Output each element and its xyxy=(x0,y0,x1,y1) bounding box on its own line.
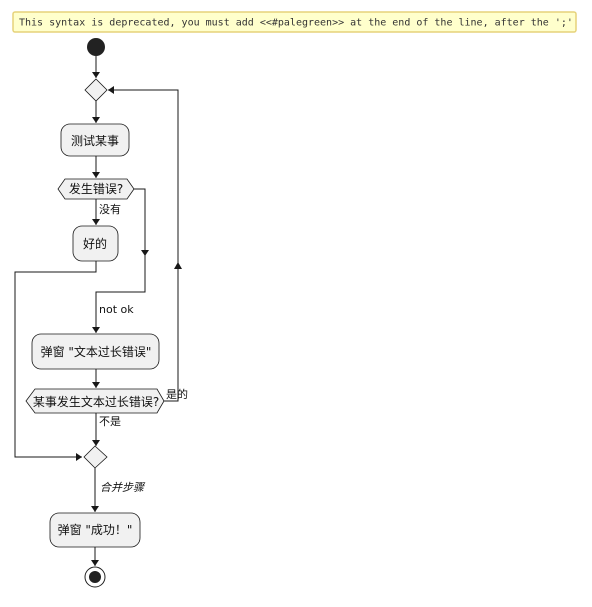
arrowhead xyxy=(108,86,114,94)
activity-good-label: 好的 xyxy=(83,236,107,251)
edge-label-merge-steps: 合并步骤 xyxy=(100,481,146,494)
activity-popup-too-long-label: 弹窗 "文本过长错误" xyxy=(41,344,152,359)
arrowhead xyxy=(174,262,182,269)
activity-popup-success-label: 弹窗 "成功！" xyxy=(58,523,133,537)
edge-error-right-branch xyxy=(95,188,146,333)
decision-too-long-error-label: 某事发生文本过长错误? xyxy=(33,394,159,409)
arrowhead xyxy=(92,382,100,388)
arrowhead xyxy=(141,250,149,256)
edge-label-no: 没有 xyxy=(99,202,121,216)
arrowhead xyxy=(92,117,100,123)
end-node-inner xyxy=(89,571,101,583)
edge-yes-loop-back xyxy=(108,89,179,402)
loop-merge-diamond xyxy=(84,78,108,102)
arrowhead xyxy=(91,506,99,512)
edge-label-not-is: 不是 xyxy=(99,415,121,428)
arrowhead xyxy=(92,72,100,78)
decision-error-occurred-label: 发生错误? xyxy=(69,181,123,196)
arrowhead xyxy=(76,453,82,461)
arrowhead xyxy=(91,560,99,566)
activity-test-something xyxy=(60,123,130,157)
arrowhead xyxy=(92,219,100,225)
edge-label-yes: 是的 xyxy=(166,387,188,401)
start-node xyxy=(87,38,105,56)
edge-label-not-ok: not ok xyxy=(99,303,134,316)
decision-error-occurred xyxy=(57,178,135,200)
arrowhead xyxy=(92,172,100,178)
deprecation-warning: This syntax is deprecated, you must add … xyxy=(12,11,577,33)
arrowhead xyxy=(92,327,100,333)
final-merge-diamond xyxy=(83,445,108,469)
warning-text: This syntax is deprecated, you must add … xyxy=(19,18,573,29)
edge-good-to-merge xyxy=(14,261,97,458)
activity-test-something-label: 测试某事 xyxy=(71,133,119,148)
decision-too-long-error xyxy=(25,388,165,414)
end-node-outer xyxy=(84,566,106,588)
warning-box xyxy=(12,11,577,33)
arrowhead xyxy=(92,440,100,446)
